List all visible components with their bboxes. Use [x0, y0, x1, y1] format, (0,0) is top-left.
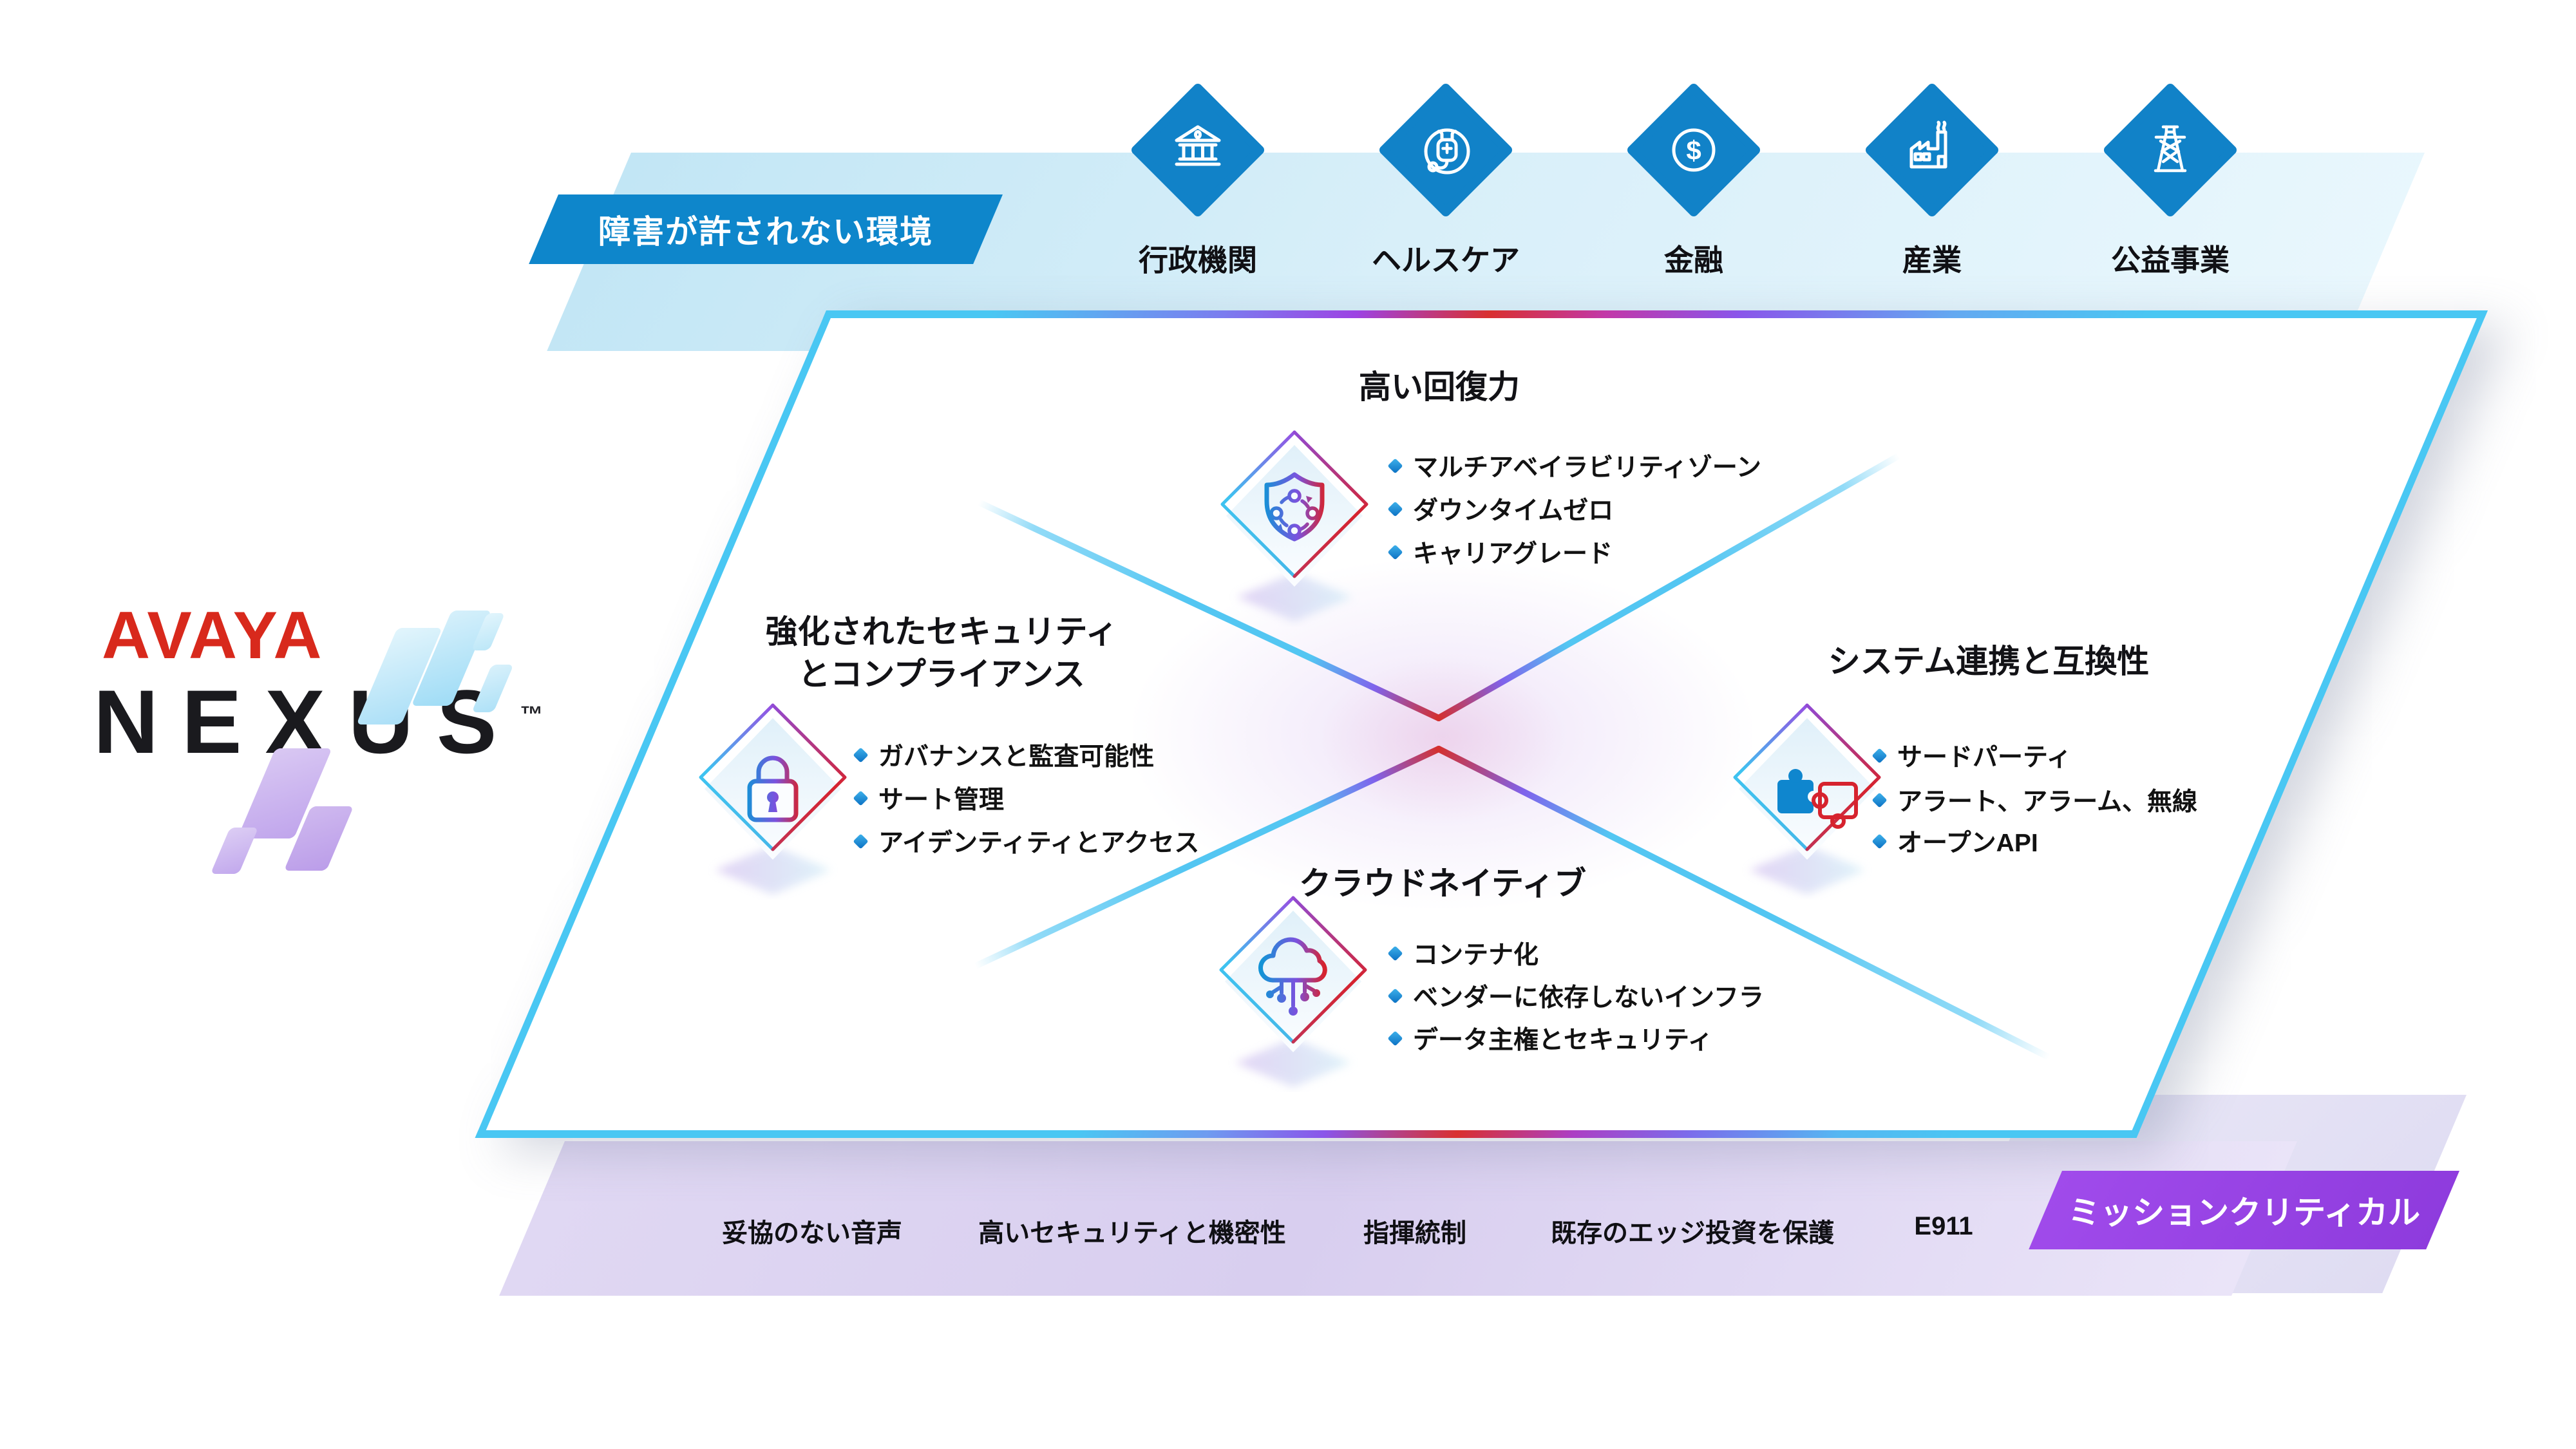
- security-lock-icon: [699, 703, 847, 895]
- quadrant-title-resilience: 高い回復力: [1359, 369, 1520, 405]
- bullet-diamond-icon: [1387, 457, 1403, 474]
- trademark-symbol: ™: [520, 701, 544, 728]
- bullet-diamond-icon: [1387, 544, 1403, 560]
- mission-critical-label: ミッションクリティカル: [2068, 1195, 2421, 1231]
- quadrant-title-interop: システム連携と互換性: [1828, 643, 2150, 679]
- bullet-row: ダウンタイムゼロ: [1387, 494, 1613, 525]
- bullet-row: マルチアベイラビリティゾーン: [1387, 451, 1761, 482]
- bullet-diamond-icon: [1387, 945, 1403, 961]
- industry-label: 行政機関: [1139, 243, 1257, 277]
- industry-label: 公益事業: [2111, 243, 2230, 277]
- utilities-tower-icon: [2104, 84, 2237, 216]
- bullet-diamond-icon: [1871, 747, 1888, 764]
- bullet-diamond-icon: [1871, 791, 1888, 808]
- bullet-diamond-icon: [1387, 1030, 1403, 1046]
- bullet-row: アラート、アラーム、無線: [1871, 785, 2197, 816]
- bullet-row: サート管理: [853, 783, 1004, 814]
- government-bank-icon: [1132, 84, 1264, 216]
- mission-critical-banner: ミッションクリティカル: [2029, 1171, 2459, 1249]
- industry-factory-icon: [1866, 84, 1998, 216]
- finance-dollar-icon: $: [1627, 84, 1760, 216]
- industry-label: 産業: [1902, 243, 1962, 277]
- bottom-item: 既存のエッジ投資を保護: [1551, 1219, 1834, 1247]
- bullet-diamond-icon: [1387, 987, 1403, 1004]
- bullet-row: ベンダーに依存しないインフラ: [1387, 981, 1764, 1012]
- bottom-item: E911: [1914, 1212, 1973, 1240]
- quadrant-title-cloud: クラウドネイティブ: [1299, 866, 1586, 902]
- industry-label: ヘルスケア: [1372, 243, 1520, 277]
- center-glow: [1133, 560, 1752, 908]
- bullet-diamond-icon: [853, 833, 869, 849]
- bullet-row: サードパーティ: [1871, 741, 2072, 772]
- interoperability-puzzle-icon: [1733, 703, 1881, 895]
- healthcare-stethoscope-icon: [1379, 84, 1512, 216]
- svg-text:$: $: [1686, 135, 1701, 166]
- bottom-item: 指揮統制: [1363, 1219, 1466, 1247]
- cloud-native-icon: [1219, 896, 1367, 1087]
- bullet-row: データ主権とセキュリティ: [1387, 1023, 1713, 1054]
- avaya-logo: AVAYA: [102, 598, 324, 673]
- quadrant-title-security: 強化されたセキュリティ とコンプライアンス: [765, 614, 1118, 692]
- bullet-diamond-icon: [853, 790, 869, 806]
- bullet-row: キャリアグレード: [1387, 537, 1613, 568]
- bottom-item: 妥協のない音声: [722, 1219, 902, 1247]
- bullet-row: オープンAPI: [1871, 826, 2038, 857]
- bullet-diamond-icon: [1871, 833, 1888, 849]
- industry-label: 金融: [1664, 243, 1723, 277]
- resilience-shield-icon: [1220, 430, 1368, 621]
- bullet-row: アイデンティティとアクセス: [853, 826, 1199, 857]
- bullet-row: ガバナンスと監査可能性: [853, 740, 1154, 771]
- bullet-diamond-icon: [1387, 500, 1403, 517]
- bullet-row: コンテナ化: [1387, 938, 1539, 969]
- bullet-diamond-icon: [853, 746, 869, 763]
- bottom-item: 高いセキュリティと機密性: [978, 1219, 1286, 1247]
